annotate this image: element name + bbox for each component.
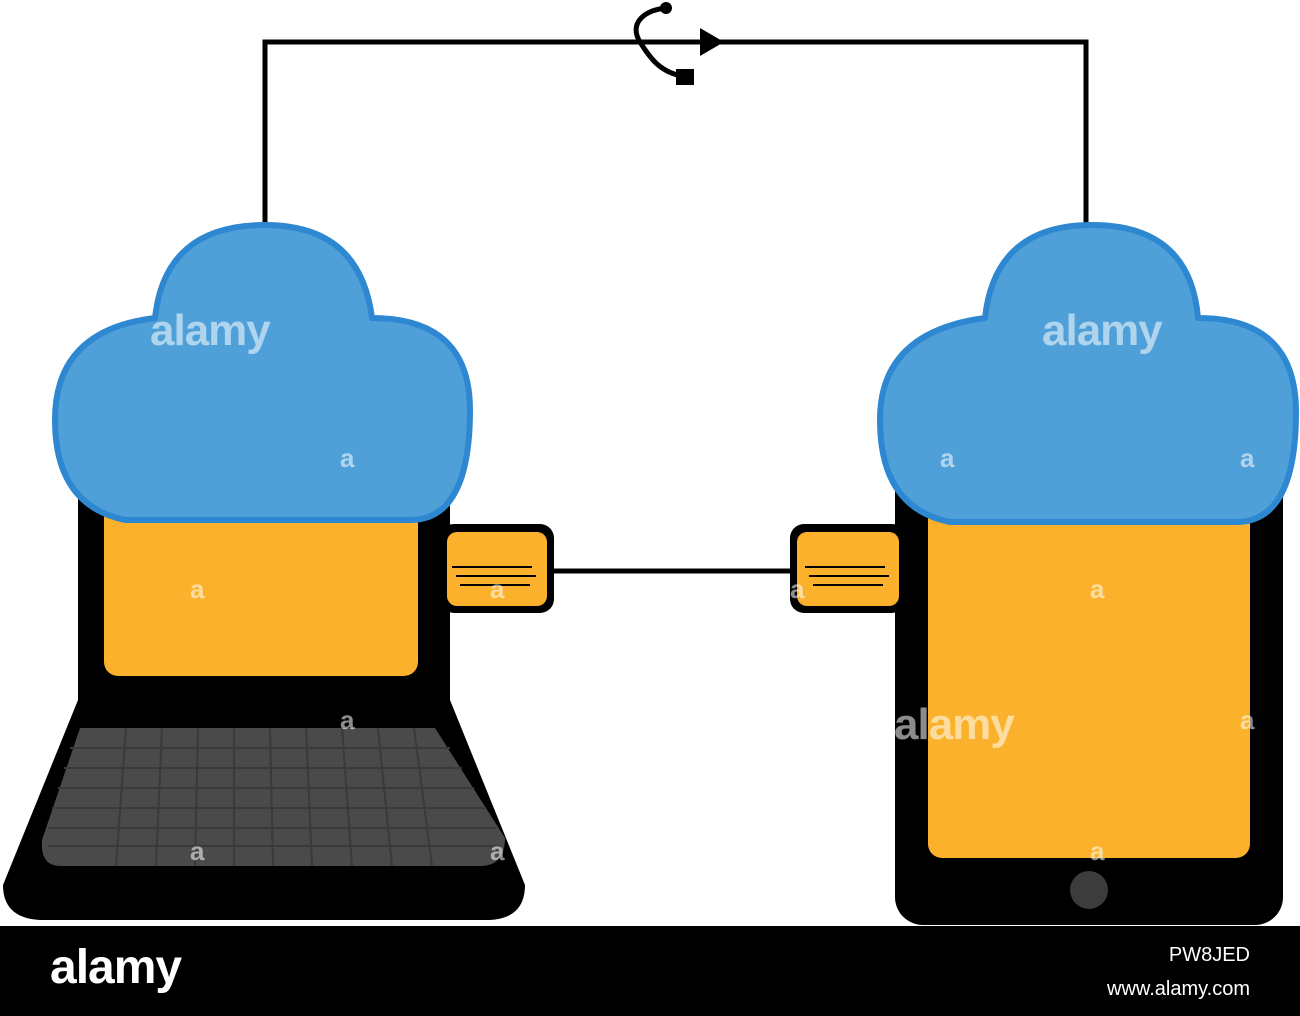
cloud-sync-artwork [3,2,1299,925]
footer-image-id: PW8JED [1168,944,1250,966]
footer-bar: alamy PW8JED www.alamy.com [0,926,1300,1016]
left-cloud-icon [52,222,473,523]
right-usb-connector [790,524,906,613]
usb-icon [633,2,724,85]
left-usb-connector [440,524,554,613]
tablet-icon [895,455,1283,925]
laptop-icon [3,470,525,920]
tablet-home-button [1070,871,1108,909]
footer-url: www.alamy.com [1107,978,1250,1000]
top-connection-wire [262,39,1089,225]
footer-logo: alamy [50,941,182,994]
keyboard-grid [48,727,500,867]
right-cloud-icon [877,222,1299,525]
